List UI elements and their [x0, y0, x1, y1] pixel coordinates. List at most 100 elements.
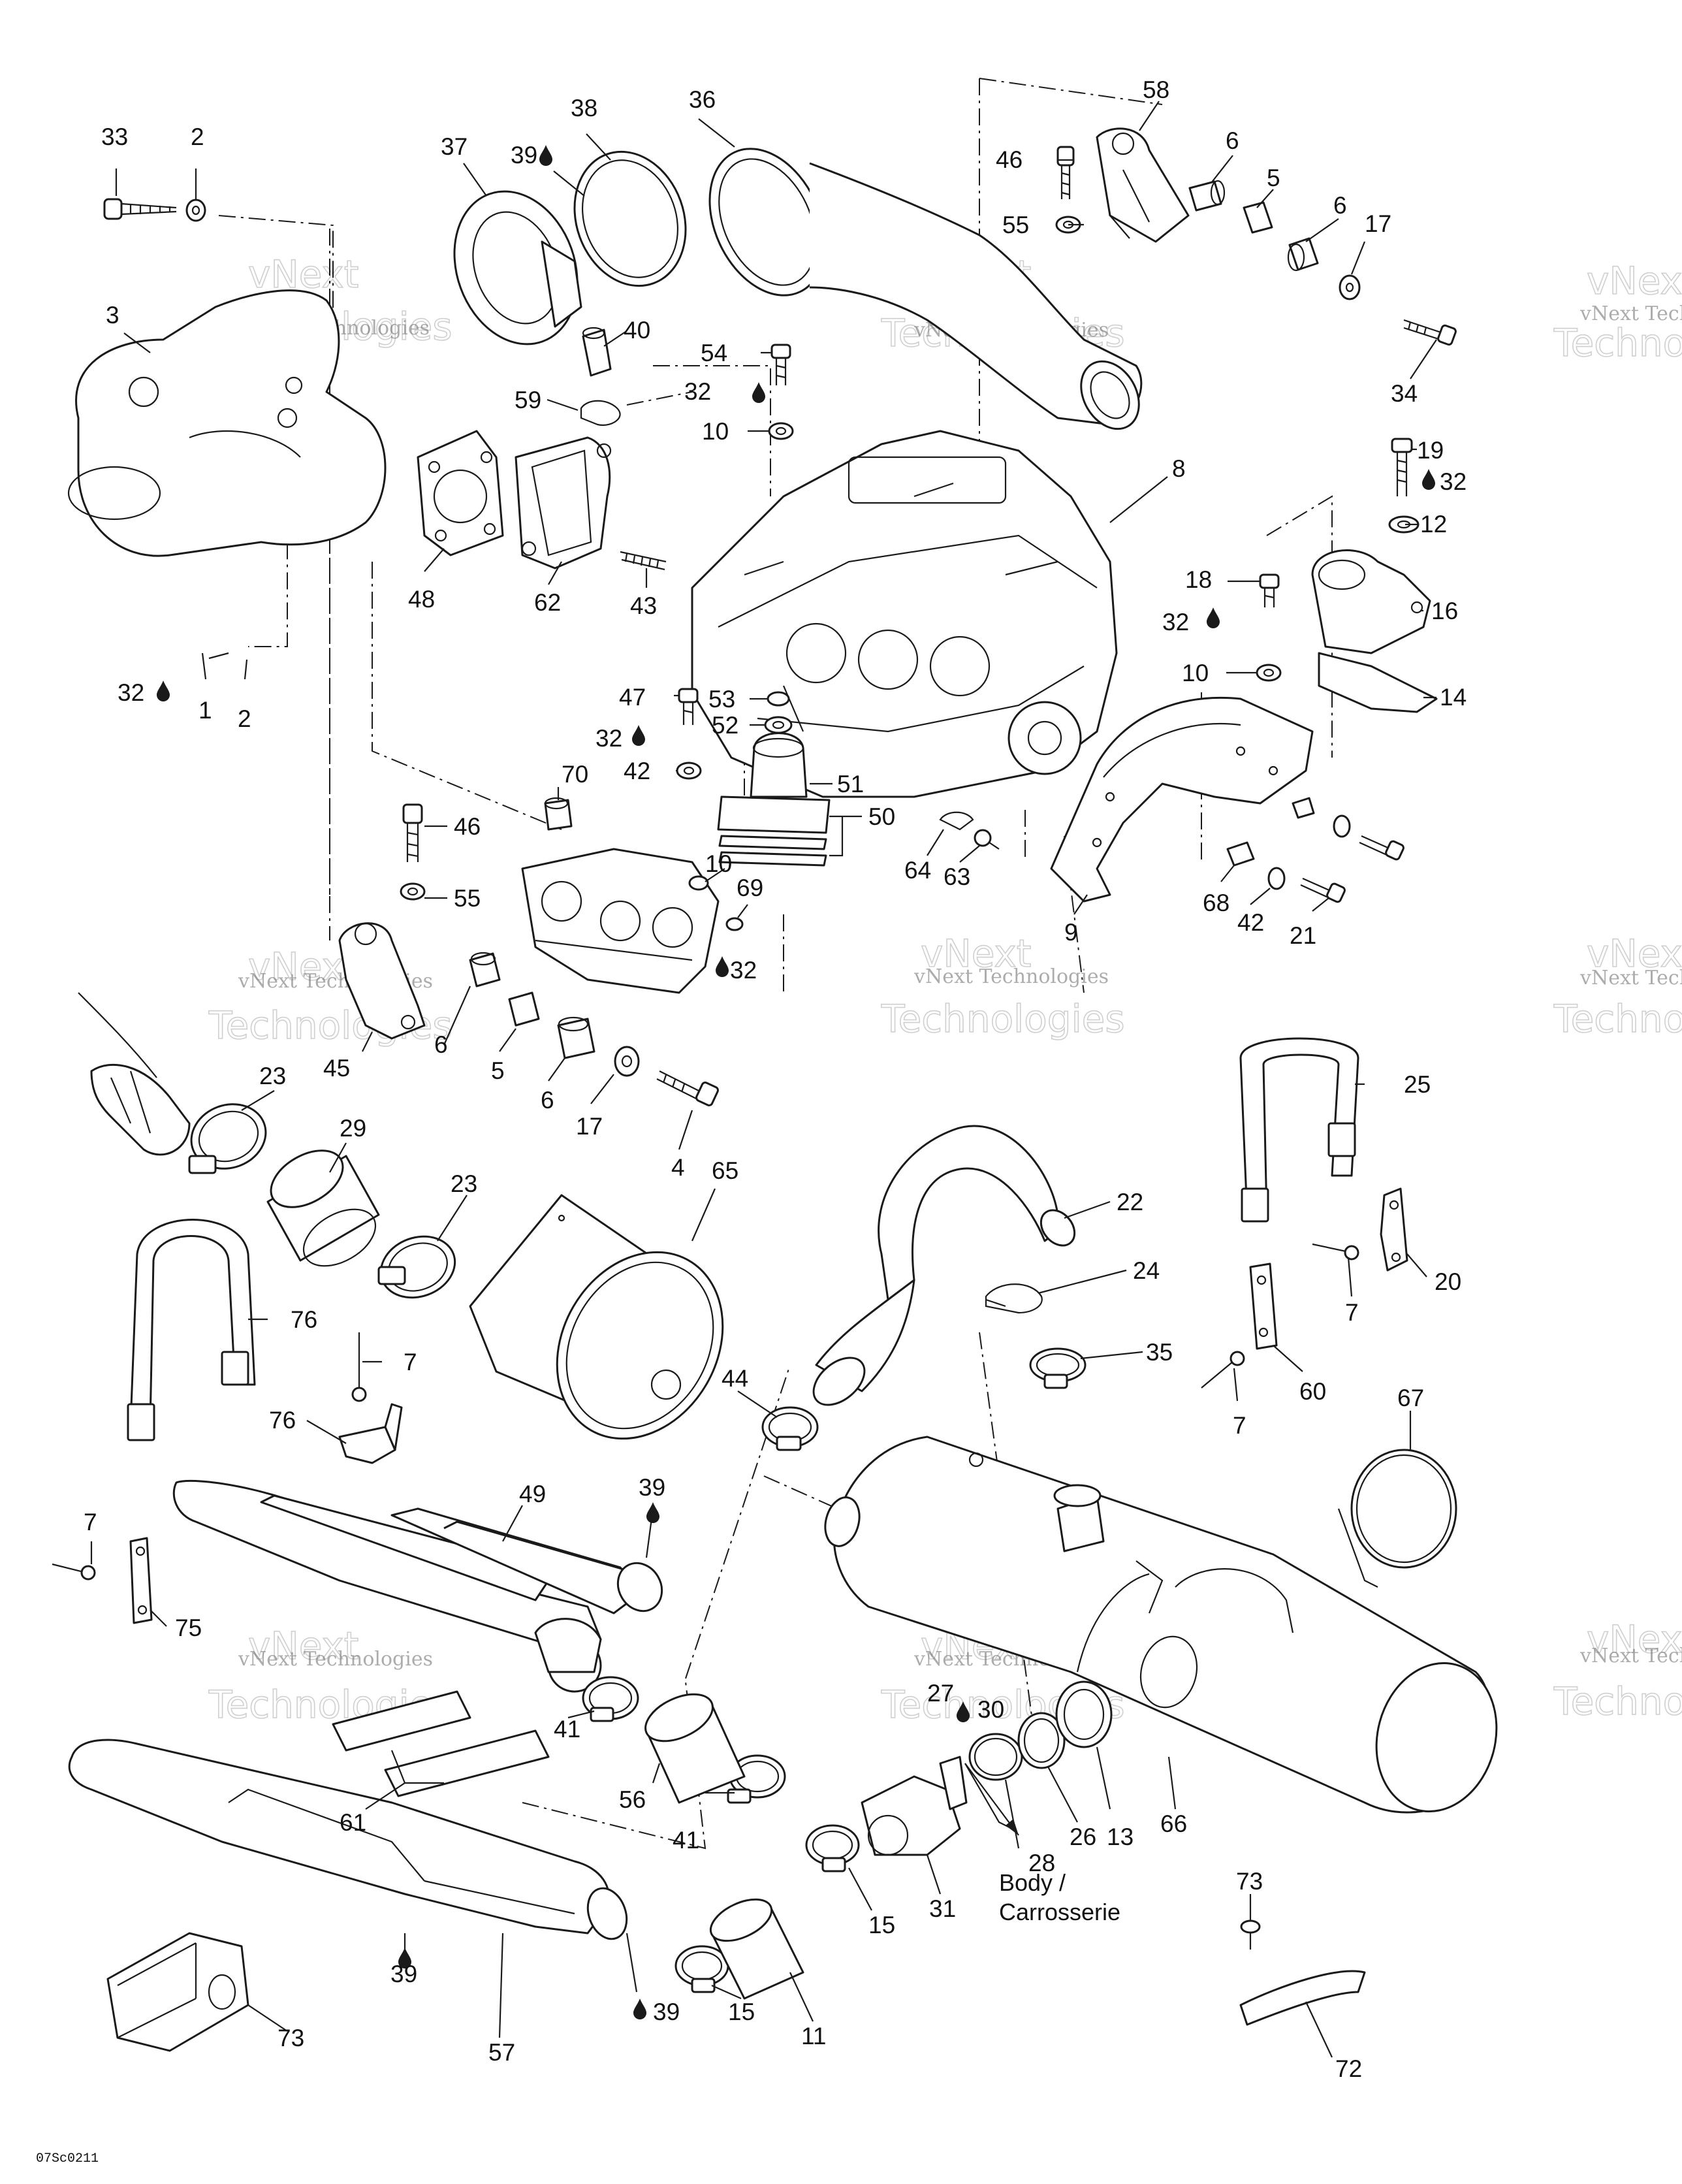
callout-15: 15 [728, 1999, 755, 2025]
callout-5: 5 [1267, 165, 1280, 191]
callout-26: 26 [1070, 1823, 1096, 1850]
callout-59: 59 [515, 387, 541, 413]
washer-part-53 [767, 691, 790, 707]
callout-29: 29 [340, 1115, 366, 1142]
spacer-part-68 [1226, 797, 1315, 867]
callout-21: 21 [1290, 922, 1316, 949]
bushing-part-6-middle-b [557, 1016, 595, 1059]
callout-32: 32 [1440, 468, 1467, 495]
watermark-text-large: Technologies [1553, 997, 1682, 1041]
rivet-part-7-left-a [351, 1332, 367, 1402]
callout-32: 32 [1162, 609, 1189, 635]
exhaust-elbow-part-36 [708, 148, 1143, 430]
callout-24: 24 [1133, 1257, 1160, 1284]
rivet-part-7-right-b [1201, 1351, 1245, 1389]
hose-left-edge [78, 992, 191, 1156]
watermark-9: vNext Technologies vNext Technologies [1553, 1616, 1682, 1724]
ring-part-26 [1017, 1712, 1066, 1769]
callout-76: 76 [269, 1407, 296, 1434]
callout-41: 41 [673, 1827, 699, 1854]
drop-icon [157, 681, 170, 701]
gasket-part-28 [968, 1733, 1023, 1781]
nut-part-13 [1055, 1680, 1113, 1748]
callout-46: 46 [454, 813, 481, 840]
washer-part-10-top [768, 422, 794, 440]
watermark-text-large: vNext [1587, 259, 1682, 303]
callout-34: 34 [1391, 380, 1418, 407]
engine-part-8 [691, 430, 1118, 798]
drop-icon [633, 1999, 646, 2019]
tailpipe-part-57 [68, 1739, 628, 1940]
callout-10: 10 [702, 418, 729, 445]
callout-60: 60 [1299, 1378, 1326, 1405]
clamp-part-41-a [582, 1676, 639, 1722]
callout-10: 10 [1182, 660, 1209, 686]
clamp-part-35 [1029, 1347, 1087, 1389]
watermark-text-small: vNext Technologies [913, 965, 1109, 988]
clip-part-64 [939, 811, 974, 831]
callout-30: 30 [977, 1696, 1004, 1723]
callout-41: 41 [554, 1716, 580, 1742]
callout-6: 6 [434, 1031, 448, 1058]
drawing-code: 07Sc0211 [36, 2151, 99, 2166]
sealant-drop-icons [157, 145, 1435, 2019]
rivet-part-7-right-a [1312, 1243, 1359, 1261]
callout-61: 61 [340, 1809, 366, 1836]
bolt-part-4 [656, 1070, 719, 1106]
bushing-part-6-top-a [1188, 180, 1226, 212]
tailpipe-assembly-part-49 [172, 1479, 663, 1693]
foam-block-part-73 [106, 1932, 249, 2052]
callout-45: 45 [323, 1055, 350, 1082]
callout-labels: 33 2 3 37 38 39 36 58 46 6 5 6 17 55 34 … [84, 76, 1467, 2082]
watermark-5: vNext Technologies vNext Technologies [880, 931, 1125, 1042]
callout-56: 56 [619, 1786, 646, 1813]
washer-part-55-middle [400, 882, 426, 901]
parts [52, 127, 1498, 2052]
callout-14: 14 [1440, 684, 1467, 711]
watermark-text-large: vNext [248, 1624, 358, 1668]
watermark-text-small: vNext Technologies [1579, 967, 1682, 989]
callout-64: 64 [904, 857, 931, 884]
washer-part-10-right [1256, 664, 1282, 682]
watermark-text-large: Technologies [1553, 321, 1682, 365]
callout-6: 6 [1333, 192, 1347, 219]
callout-40: 40 [624, 317, 650, 344]
callout-3: 3 [106, 302, 119, 329]
callout-47: 47 [619, 684, 646, 711]
clip-part-59 [580, 400, 621, 426]
bolt-part-21 [1300, 835, 1404, 903]
bracket-part-45 [338, 922, 426, 1040]
drop-icon [632, 725, 645, 746]
callout-67: 67 [1397, 1385, 1424, 1411]
drop-icon [957, 1701, 970, 1722]
callout-18: 18 [1185, 566, 1212, 593]
callout-28: 28 [1028, 1850, 1055, 1876]
callout-9: 9 [1064, 919, 1078, 946]
callout-23: 23 [451, 1170, 477, 1197]
bracket-part-9 [1050, 697, 1314, 903]
callout-35: 35 [1146, 1339, 1173, 1366]
strap-part-25 [1239, 1037, 1359, 1223]
clamp-part-15-a [674, 1945, 729, 1993]
callout-50: 50 [868, 803, 895, 830]
callout-16: 16 [1431, 598, 1458, 624]
bolt-part-33 [103, 198, 177, 220]
drop-icon [752, 382, 765, 403]
watermark-text-large: Technologies [881, 997, 1125, 1041]
callout-32: 32 [730, 957, 757, 984]
callout-32: 32 [118, 679, 144, 706]
exhaust-manifold-block [521, 848, 720, 994]
bolt-part-46-middle [402, 803, 423, 862]
bolt-part-47 [678, 688, 699, 725]
callout-39: 39 [653, 1999, 680, 2025]
watermark-text-large: Technologies [1553, 1679, 1682, 1724]
callout-36: 36 [689, 86, 716, 113]
bolt-part-19 [1391, 438, 1413, 496]
bracket-part-58 [1096, 127, 1190, 243]
callout-4: 4 [671, 1154, 685, 1181]
callout-38: 38 [571, 95, 597, 121]
watermark-6: vNext Technologies vNext Technologies [1553, 931, 1682, 1042]
callout-6: 6 [541, 1087, 554, 1114]
callout-49: 49 [519, 1481, 546, 1507]
washer-part-42-right [1267, 814, 1351, 890]
